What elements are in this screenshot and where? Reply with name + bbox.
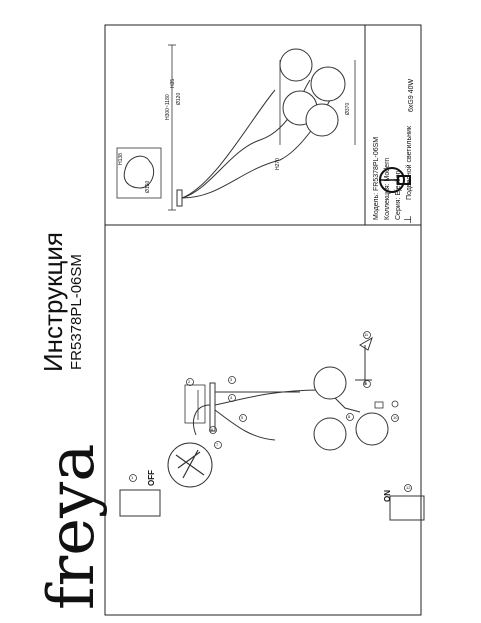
step-number: 7 <box>216 442 219 447</box>
switch-off-label: OFF <box>147 470 156 486</box>
step-number: 8 <box>348 414 351 419</box>
switch-on-label: ON <box>383 490 392 502</box>
step-number: 9 <box>365 381 368 386</box>
step-number: 12 <box>406 485 411 490</box>
step-number: 2 <box>188 379 191 384</box>
step-number: 6 <box>211 427 214 432</box>
step-number: 5 <box>241 415 244 420</box>
step-number: 1 <box>131 475 134 480</box>
step-number: 11 <box>364 332 369 337</box>
step-number: 4 <box>230 395 233 400</box>
step-number: 3 <box>230 377 233 382</box>
step-number: 10 <box>393 415 398 420</box>
